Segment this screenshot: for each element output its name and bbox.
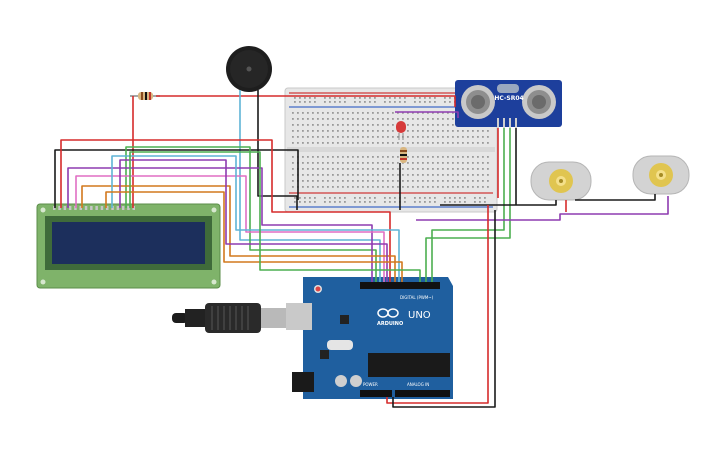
wire-sensor-green2	[425, 128, 511, 282]
wire-lcd-orange2	[105, 191, 403, 282]
wire-power-black	[392, 210, 496, 408]
breadboard[interactable]	[284, 87, 498, 213]
atmega-chip	[368, 353, 450, 377]
wire-motor-black	[440, 200, 557, 206]
wire-lcd-black	[54, 149, 299, 208]
wire-lcd-purple2	[119, 159, 388, 282]
wire-lcd-green2	[129, 151, 421, 282]
resistor-top[interactable]	[130, 92, 160, 100]
wire-buzzer-black	[257, 90, 298, 210]
wires	[54, 90, 669, 408]
arduino-uno[interactable]: ARDUINO UNO DIGITAL (PWM~) POWER ANALOG …	[286, 277, 453, 399]
arduino-brand: ARDUINO	[377, 321, 403, 327]
power-label: POWER	[363, 382, 378, 387]
dc-motor-right[interactable]	[632, 155, 690, 195]
analog-label: ANALOG IN	[407, 382, 429, 387]
sensor-label: HC-SR04	[494, 95, 523, 102]
wire-sensor-green	[431, 128, 505, 282]
power-jack	[292, 372, 314, 392]
wire-buzzer-blue	[239, 90, 381, 282]
wire-motor-right-black	[575, 194, 656, 201]
wire-lcd-red	[60, 139, 391, 282]
resistor-led[interactable]	[400, 147, 407, 163]
wire-lcd-orange	[81, 185, 396, 282]
dc-motor-left[interactable]	[530, 161, 592, 201]
arduino-model: UNO	[408, 310, 431, 321]
usb-cable[interactable]	[172, 303, 289, 333]
wire-lcd-pink	[75, 175, 385, 282]
red-led[interactable]	[396, 121, 406, 140]
wire-red-resistor	[156, 95, 456, 107]
lcd-display[interactable]	[36, 203, 221, 289]
usb-port	[286, 303, 312, 330]
breadboard-holes	[292, 97, 489, 203]
ultrasonic-sensor[interactable]: HC-SR04	[455, 80, 562, 128]
wire-lcd-purple1	[67, 167, 373, 282]
wire-lcd-blue	[111, 155, 400, 282]
piezo-buzzer[interactable]	[226, 46, 272, 92]
wire-power-red	[386, 205, 489, 404]
wire-led-purple	[395, 111, 459, 118]
digital-label: DIGITAL (PWM~)	[400, 295, 434, 300]
wire-motor-purple	[416, 196, 669, 221]
